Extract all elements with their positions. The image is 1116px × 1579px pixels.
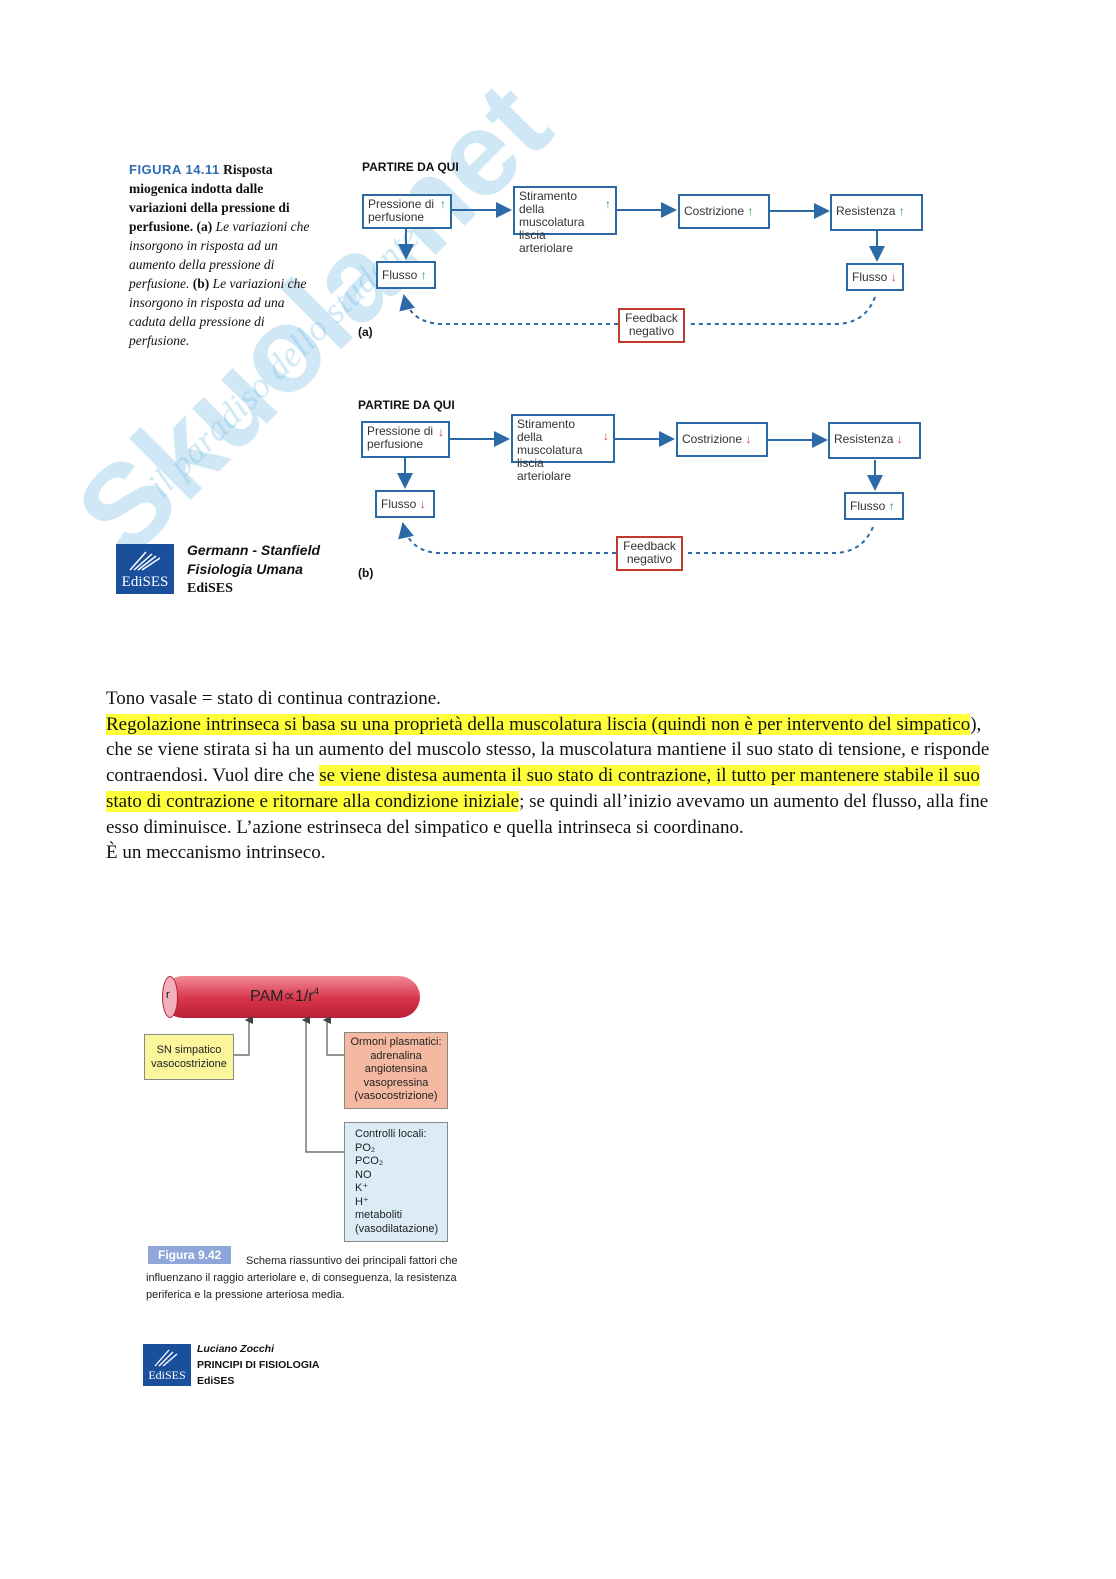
panel-b-pressione-text: Pressione di perfusione [367,424,433,451]
controlli-locali-title: Controlli locali: [355,1128,447,1142]
panel-a-pressione-box: Pressione di perfusione ↑ [362,194,452,229]
panel-a-feedback-box: Feedback negativo [618,308,685,343]
arrow-up-icon: ↑ [440,198,446,211]
panel-b-flusso-left-box: Flusso ↓ [375,490,435,518]
figure1-credit-book: Fisiologia Umana [187,560,320,579]
arrow-down-icon: ↓ [438,426,444,439]
book-icon [143,1344,191,1370]
edises-logo: EdiSES [116,544,174,594]
ormoni-text: Ormoni plasmatici: adrenalina angiotensi… [350,1036,441,1102]
panel-b-feedback-box: Feedback negativo [616,536,683,571]
panel-a-flusso-left-text: Flusso [382,268,417,282]
radius-mark: r [166,989,170,1001]
panel-b-costrizione-text: Costrizione [682,432,742,446]
figure1-credit-publisher: EdiSES [187,579,320,598]
figure1-credit-authors: Germann - Stanfield [187,541,320,560]
panel-a-flusso-right-text: Flusso [852,270,887,284]
arrow-up-icon: ↑ [889,499,895,513]
panel-b-resistenza-box: Resistenza ↓ [828,422,921,459]
figure1-credit: Germann - Stanfield Fisiologia Umana Edi… [187,541,320,598]
figure2-credit-author: Luciano Zocchi [197,1341,320,1357]
arrow-up-icon: ↑ [421,268,427,282]
panel-b-flusso-right-text: Flusso [850,499,885,513]
arrow-down-icon: ↓ [420,497,426,511]
arrow-up-icon: ↑ [747,204,753,218]
sn-simpatico-box: SN simpatico vasocostrizione [144,1034,234,1080]
panel-a-resistenza-text: Resistenza [836,204,895,218]
edises-logo-2-text: EdiSES [143,1368,191,1383]
panel-b-flusso-left-text: Flusso [381,497,416,511]
sn-simpatico-text: SN simpatico vasocostrizione [151,1044,227,1070]
controlli-locali-box: Controlli locali: PO₂ PCO₂ NO K⁺ H⁺ meta… [344,1122,448,1242]
controlli-item: NO [355,1169,447,1183]
panel-b-label: (b) [358,566,373,580]
controlli-item: K⁺ [355,1182,447,1196]
panel-b-feedback-text: Feedback negativo [623,539,676,566]
arrow-down-icon: ↓ [897,432,903,446]
figure2-credit: Luciano Zocchi PRINCIPI DI FISIOLOGIA Ed… [197,1341,320,1389]
panel-a-costrizione-box: Costrizione ↑ [678,194,770,229]
text-line-tono: Tono vasale = stato di continua contrazi… [106,686,1006,712]
arrow-down-icon: ↓ [891,270,897,284]
vessel-exponent: 4 [314,987,320,998]
arrow-down-icon: ↓ [745,432,751,446]
panel-a-flusso-right-box: Flusso ↓ [846,263,904,291]
vessel-formula: PAM∝1/r [250,988,314,1005]
panel-a-flusso-left-box: Flusso ↑ [376,261,436,289]
body-text: Tono vasale = stato di continua contrazi… [106,686,1006,866]
panel-a-stiramento-box: Stiramento della muscolatura liscia arte… [513,186,617,235]
panel-a-start-label: PARTIRE DA QUI [362,160,459,174]
edises-logo-2: EdiSES [143,1344,191,1386]
panel-b-costrizione-box: Costrizione ↓ [676,422,768,457]
highlight-1: Regolazione intrinseca si basa su una pr… [106,714,970,735]
figure2-credit-book: PRINCIPI DI FISIOLOGIA [197,1357,320,1373]
panel-a-label: (a) [358,325,373,339]
vessel-label: PAM∝1/r4 [250,986,319,1006]
figure2-caption: Schema riassuntivo dei principali fattor… [146,1253,468,1304]
arrow-up-icon: ↑ [899,204,905,218]
panel-b-stiramento-box: Stiramento della muscolatura liscia arte… [511,414,615,463]
panel-a-resistenza-box: Resistenza ↑ [830,194,923,231]
panel-a-feedback-text: Feedback negativo [625,311,678,338]
text-line-meccanismo: È un meccanismo intrinseco. [106,840,1006,866]
controlli-item: H⁺ [355,1196,447,1210]
edises-logo-text: EdiSES [116,574,174,591]
ormoni-box: Ormoni plasmatici: adrenalina angiotensi… [344,1032,448,1109]
text-paragraph: Regolazione intrinseca si basa su una pr… [106,712,1006,841]
panel-b-pressione-box: Pressione di perfusione ↓ [361,421,450,458]
panel-b-start-label: PARTIRE DA QUI [358,398,455,412]
panel-a-costrizione-text: Costrizione [684,204,744,218]
controlli-item: PCO₂ [355,1155,447,1169]
arrow-down-icon: ↓ [603,430,609,443]
arrow-up-icon: ↑ [605,198,611,211]
figure2-credit-publisher: EdiSES [197,1373,320,1389]
panel-a-pressione-text: Pressione di perfusione [368,197,434,224]
controlli-note: (vasodilatazione) [355,1223,447,1237]
panel-b-flusso-right-box: Flusso ↑ [844,492,904,520]
book-icon [116,544,174,574]
panel-b-resistenza-text: Resistenza [834,432,893,446]
controlli-item: metaboliti [355,1209,447,1223]
controlli-item: PO₂ [355,1142,447,1156]
